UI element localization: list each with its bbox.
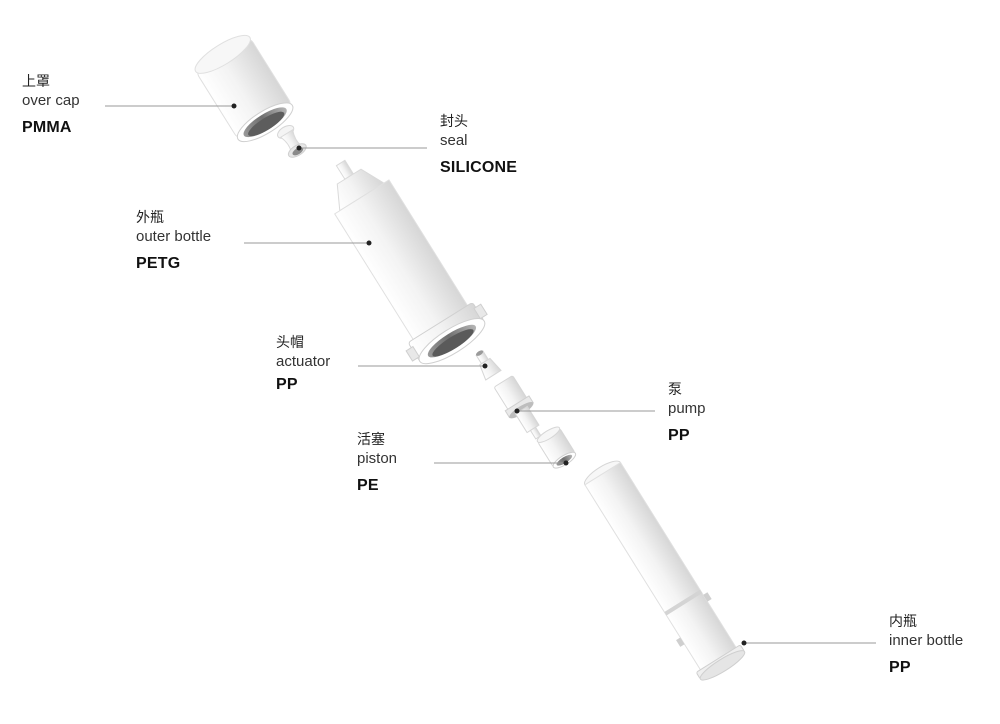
- outer-bottle-en: outer bottle: [136, 228, 212, 245]
- over-cap-en: over cap: [22, 92, 80, 109]
- pump-cn: 泵: [668, 382, 682, 398]
- piston-cn: 活塞: [357, 432, 385, 448]
- piston-material: PE: [357, 477, 379, 494]
- label-inner-bottle: 内瓶 inner bottle PP: [889, 615, 963, 676]
- leader-dots: [231, 103, 747, 646]
- actuator-material: PP: [276, 376, 298, 393]
- pump-en: pump: [668, 400, 706, 417]
- pump-material: PP: [668, 427, 690, 444]
- label-over-cap: 上罩 over cap PMMA: [22, 75, 80, 136]
- inner-bottle-part: [584, 460, 746, 681]
- over-cap-part: [194, 34, 294, 143]
- actuator-cn: 头帽: [276, 335, 304, 351]
- outer-bottle-cn: 外瓶: [136, 210, 164, 226]
- over-cap-cn: 上罩: [22, 74, 50, 90]
- inner-bottle-cn: 内瓶: [889, 614, 917, 630]
- pump-part: [494, 375, 542, 440]
- label-outer-bottle: 外瓶 outer bottle PETG: [136, 211, 211, 272]
- seal-en: seal: [440, 132, 468, 149]
- over-cap-material: PMMA: [22, 119, 72, 136]
- seal-material: SILICONE: [440, 159, 518, 176]
- inner-bottle-en: inner bottle: [889, 632, 964, 649]
- inner-bottle-material: PP: [889, 659, 911, 676]
- piston-part: [536, 426, 577, 469]
- piston-en: piston: [357, 450, 398, 467]
- actuator-part: [475, 350, 502, 381]
- label-actuator: 头帽 actuator PP: [276, 336, 330, 393]
- leader-lines: [105, 105, 876, 644]
- label-seal: 封头 seal SILICONE: [440, 115, 517, 176]
- outer-bottle-part: [334, 159, 488, 365]
- seal-part: [277, 124, 307, 158]
- label-piston: 活塞 piston PE: [357, 433, 397, 494]
- outer-bottle-material: PETG: [136, 255, 181, 272]
- seal-cn: 封头: [440, 114, 468, 130]
- actuator-en: actuator: [276, 353, 331, 370]
- label-pump: 泵 pump PP: [668, 383, 706, 444]
